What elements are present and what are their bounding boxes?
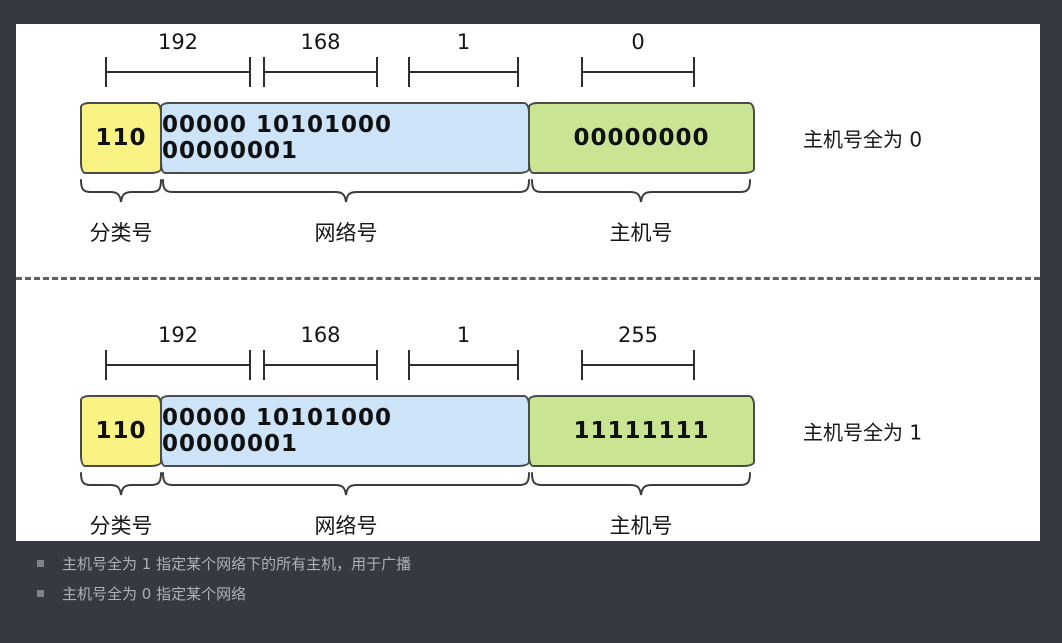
network-bits-box: 00000 10101000 00000001	[160, 102, 530, 174]
ruler-line	[583, 364, 693, 366]
curly-brace-icon	[162, 472, 530, 496]
diagram-card: 192 168 1 0 110 00000 10101000 00000001 …	[16, 24, 1040, 541]
octet-ruler-segment-1: 192	[105, 30, 251, 87]
host-pattern-caption: 主机号全为 0	[803, 127, 923, 152]
octet-value-label: 0	[631, 30, 645, 54]
network-label: 网络号	[314, 221, 378, 245]
ruler-line	[410, 71, 517, 73]
octet-value-label: 192	[157, 30, 199, 54]
octet-ruler-segment-3: 1	[408, 30, 519, 87]
ruler-line	[265, 364, 376, 366]
octet-ruler-segment-2: 168	[263, 30, 378, 87]
curly-brace-icon	[162, 179, 530, 203]
notes-list: 主机号全为 1 指定某个网络下的所有主机，用于广播 主机号全为 0 指定某个网络	[37, 548, 411, 608]
ruler-line	[107, 364, 249, 366]
ip-diagram-network-address: 192 168 1 0 110 00000 10101000 00000001 …	[16, 30, 1040, 245]
octet-ruler-segment-3: 1	[408, 323, 519, 380]
note-item: 主机号全为 1 指定某个网络下的所有主机，用于广播	[37, 548, 411, 578]
octet-value-label: 168	[300, 323, 341, 347]
octet-value-label: 168	[300, 30, 341, 54]
octet-value-label: 255	[617, 323, 659, 347]
bullet-square-icon	[37, 559, 44, 567]
ip-diagram-broadcast-address: 192 168 1 255 110 00000 10101000 0000000…	[16, 323, 1040, 538]
host-bits-box: 00000000	[528, 102, 755, 174]
host-label: 主机号	[609, 221, 673, 245]
curly-brace-icon	[80, 472, 162, 496]
note-text: 主机号全为 1 指定某个网络下的所有主机，用于广播	[62, 554, 412, 573]
octet-value-label: 1	[456, 323, 471, 347]
ruler-line	[107, 71, 249, 73]
network-bits-box: 00000 10101000 00000001	[160, 395, 530, 467]
class-bits-box: 110	[80, 395, 162, 467]
ruler-line	[583, 71, 693, 73]
curly-brace-icon	[531, 472, 751, 496]
dashed-separator	[16, 277, 1040, 280]
network-label: 网络号	[314, 514, 378, 538]
octet-ruler-segment-1: 192	[105, 323, 251, 380]
octet-value-label: 1	[456, 30, 471, 54]
octet-ruler-segment-4: 255	[581, 323, 695, 380]
host-bits-box: 11111111	[528, 395, 755, 467]
class-label: 分类号	[89, 221, 153, 245]
ruler-line	[265, 71, 376, 73]
curly-brace-icon	[531, 179, 751, 203]
note-item: 主机号全为 0 指定某个网络	[37, 578, 411, 608]
ruler-line	[410, 364, 517, 366]
class-label: 分类号	[89, 514, 153, 538]
class-bits-box: 110	[80, 102, 162, 174]
octet-ruler-segment-2: 168	[263, 323, 378, 380]
octet-value-label: 192	[157, 323, 199, 347]
host-label: 主机号	[609, 514, 673, 538]
host-pattern-caption: 主机号全为 1	[803, 420, 923, 445]
note-text: 主机号全为 0 指定某个网络	[62, 584, 247, 603]
octet-ruler-segment-4: 0	[581, 30, 695, 87]
bullet-square-icon	[37, 589, 44, 597]
curly-brace-icon	[80, 179, 162, 203]
